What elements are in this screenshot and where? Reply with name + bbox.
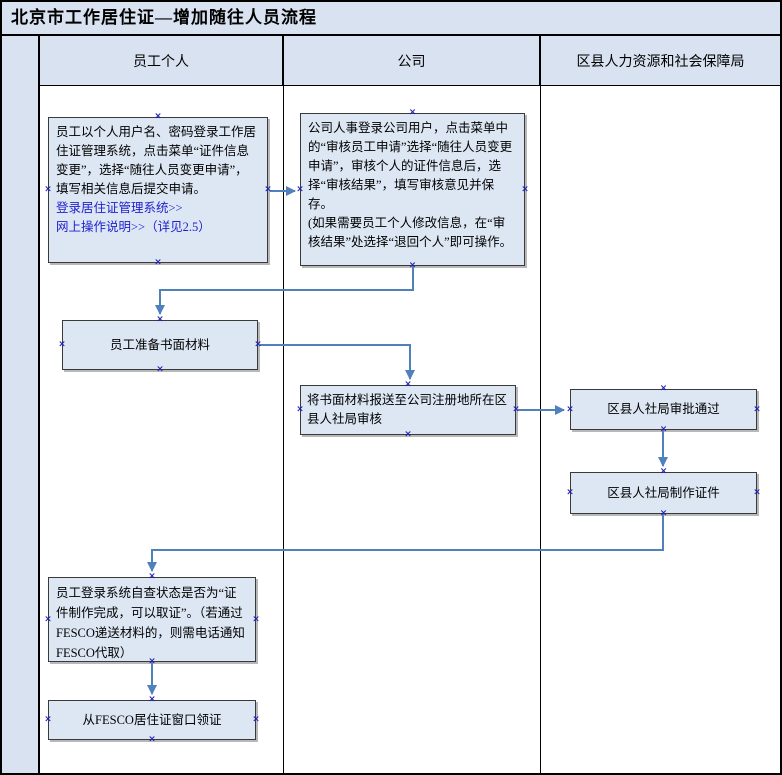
lane-header-employee: 员工个人	[40, 36, 282, 85]
divider-header-1	[282, 36, 284, 85]
divider-header-2	[539, 36, 541, 85]
divider-lane-1	[283, 86, 284, 773]
left-margin-strip	[2, 36, 38, 773]
step-employee-apply: 员工以个人用户名、密码登录工作居住证管理系统，点击菜单“证件信息变更”，选择“随…	[48, 117, 268, 263]
lane-header-company: 公司	[284, 36, 539, 85]
step-company-review-text: 公司人事登录公司用户，点击菜单中的“审核员工申请”选择“随往人员变更申请”，审核…	[308, 121, 513, 211]
step-company-review-note: (如果需要员工个人修改信息，在“审核结果”处选择“退回个人”即可操作。	[308, 216, 513, 249]
step-submit-materials: 将书面材料报送至公司注册地所在区县人社局审核	[300, 385, 516, 435]
page-title: 北京市工作居住证—增加随往人员流程	[2, 2, 780, 36]
lane-header-bureau: 区县人力资源和社会保障局	[541, 36, 780, 85]
login-system-link[interactable]: 登录居住证管理系统>>	[56, 201, 183, 215]
connector-company-to-prepare	[155, 266, 414, 315]
step-prepare-materials: 员工准备书面材料	[62, 320, 258, 370]
step-bureau-approve: 区县人社局审批通过	[570, 389, 757, 430]
online-guide-link[interactable]: 网上操作说明>>（详见2.5）	[56, 220, 211, 234]
divider-strip	[38, 36, 40, 773]
step-self-check-status: 员工登录系统自查状态是否为“证件制作完成，可以取证”。（若通过FESCO递送材料…	[48, 577, 256, 662]
connector-makecert-to-selfcheck	[147, 514, 664, 572]
step-company-review: 公司人事登录公司用户，点击菜单中的“审核员工申请”选择“随往人员变更申请”，审核…	[300, 113, 525, 266]
step-fesco-pickup: 从FESCO居住证窗口领证	[48, 700, 256, 740]
divider-lane-2	[540, 86, 541, 773]
step-bureau-make-cert: 区县人社局制作证件	[570, 472, 757, 514]
step-employee-apply-text: 员工以个人用户名、密码登录工作居住证管理系统，点击菜单“证件信息变更”，选择“随…	[56, 125, 257, 196]
header-bottom-line	[40, 85, 780, 86]
